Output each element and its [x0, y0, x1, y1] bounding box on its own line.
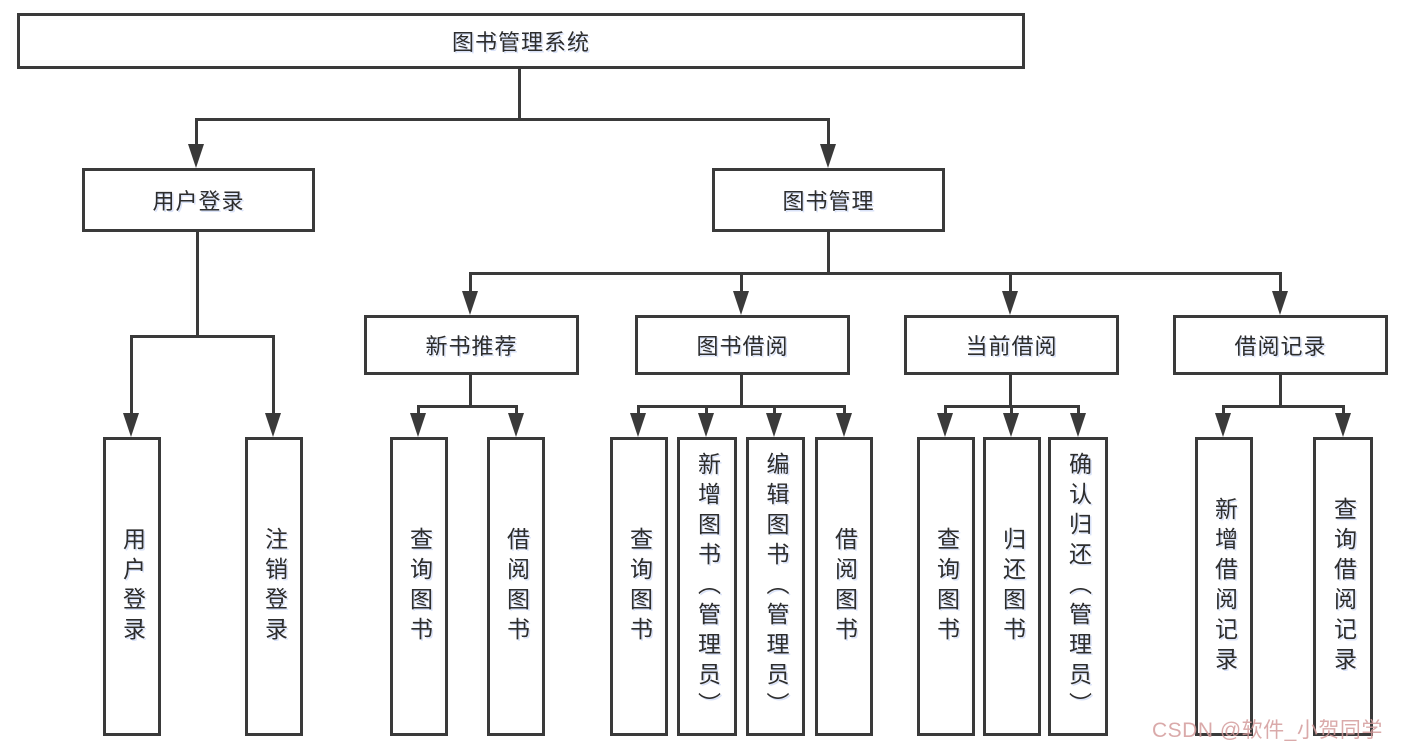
connector [196, 232, 199, 338]
node-current-borrow: 当前借阅 [904, 315, 1119, 375]
arrow-down-icon [937, 413, 953, 437]
connector [827, 118, 830, 148]
node-user-login: 用户登录 [82, 168, 315, 232]
leaf-add-borrow-record-label: 新增借阅记录 [1211, 496, 1238, 677]
connector [843, 405, 846, 417]
node-book-management-label: 图书管理 [782, 189, 875, 214]
connector [637, 405, 640, 417]
connector [1342, 405, 1345, 417]
leaf-add-books-admin-label: 新增图书（管理员） [694, 451, 721, 722]
leaf-query-books-2-label: 查询图书 [626, 526, 653, 647]
connector [944, 405, 947, 417]
connector [195, 118, 198, 148]
connector [740, 375, 743, 408]
node-book-borrow-label: 图书借阅 [696, 334, 789, 359]
leaf-user-login: 用户登录 [103, 437, 161, 736]
connector [195, 118, 830, 121]
leaf-query-borrow-record-label: 查询借阅记录 [1330, 496, 1357, 677]
connector [469, 272, 1282, 275]
connector [740, 272, 743, 294]
leaf-edit-books-admin-label: 编辑图书（管理员） [763, 451, 789, 722]
arrow-down-icon [410, 413, 426, 437]
arrow-down-icon [698, 413, 714, 437]
connector [705, 405, 708, 417]
arrow-down-icon [508, 413, 524, 437]
connector [827, 232, 830, 275]
leaf-user-login-label: 用户登录 [119, 526, 146, 647]
leaf-query-books-1: 查询图书 [390, 437, 448, 736]
arrow-down-icon [265, 413, 281, 437]
connector [469, 272, 472, 294]
leaf-query-books-1-label: 查询图书 [406, 526, 433, 647]
connector [1009, 375, 1012, 408]
connector [130, 335, 133, 417]
node-current-borrow-label: 当前借阅 [965, 334, 1058, 359]
connector [1279, 272, 1282, 294]
leaf-borrow-books-2: 借阅图书 [815, 437, 873, 736]
connector [1279, 375, 1282, 408]
leaf-logout: 注销登录 [245, 437, 303, 736]
connector [518, 68, 521, 120]
node-book-borrow: 图书借阅 [635, 315, 850, 375]
node-new-book-recommend: 新书推荐 [364, 315, 579, 375]
leaf-query-books-3-label: 查询图书 [933, 526, 960, 647]
arrow-down-icon [1003, 413, 1019, 437]
csdn-watermark: CSDN @软件_小贺同学 [1152, 719, 1383, 742]
arrow-down-icon [1335, 413, 1351, 437]
leaf-borrow-books-1: 借阅图书 [487, 437, 545, 736]
leaf-query-books-3: 查询图书 [917, 437, 975, 736]
connector [417, 405, 518, 408]
arrow-down-icon [1215, 413, 1231, 437]
node-root-label: 图书管理系统 [451, 30, 590, 55]
leaf-add-books-admin: 新增图书（管理员） [677, 437, 737, 736]
connector [637, 405, 846, 408]
arrow-down-icon [123, 413, 139, 437]
node-book-management: 图书管理 [712, 168, 945, 232]
arrow-down-icon [1002, 291, 1018, 315]
arrow-down-icon [820, 144, 836, 168]
connector [272, 335, 275, 417]
connector [515, 405, 518, 417]
arrow-down-icon [462, 291, 478, 315]
leaf-confirm-return-admin-label: 确认归还（管理员） [1065, 451, 1092, 722]
node-borrow-records: 借阅记录 [1173, 315, 1388, 375]
leaf-return-books-label: 归还图书 [999, 526, 1026, 647]
node-root: 图书管理系统 [17, 13, 1025, 69]
leaf-return-books: 归还图书 [983, 437, 1041, 736]
leaf-borrow-books-1-label: 借阅图书 [503, 526, 530, 647]
arrow-down-icon [836, 413, 852, 437]
connector [1077, 405, 1080, 417]
arrow-down-icon [766, 413, 782, 437]
leaf-query-books-2: 查询图书 [610, 437, 668, 736]
connector [130, 335, 275, 338]
leaf-query-borrow-record: 查询借阅记录 [1313, 437, 1373, 736]
leaf-logout-label: 注销登录 [261, 526, 288, 647]
connector [1010, 405, 1013, 417]
node-user-login-label: 用户登录 [152, 189, 245, 214]
connector [1222, 405, 1345, 408]
arrow-down-icon [188, 144, 204, 168]
connector [1009, 272, 1012, 294]
arrow-down-icon [1070, 413, 1086, 437]
connector [469, 375, 472, 408]
arrow-down-icon [733, 291, 749, 315]
node-borrow-records-label: 借阅记录 [1234, 334, 1327, 359]
leaf-edit-books-admin: 编辑图书（管理员） [746, 437, 805, 736]
leaf-add-borrow-record: 新增借阅记录 [1195, 437, 1253, 736]
connector [417, 405, 420, 417]
node-new-book-recommend-label: 新书推荐 [425, 334, 518, 359]
leaf-confirm-return-admin: 确认归还（管理员） [1048, 437, 1108, 736]
leaf-borrow-books-2-label: 借阅图书 [831, 526, 858, 647]
connector [773, 405, 776, 417]
arrow-down-icon [630, 413, 646, 437]
connector [1222, 405, 1225, 417]
arrow-down-icon [1272, 291, 1288, 315]
